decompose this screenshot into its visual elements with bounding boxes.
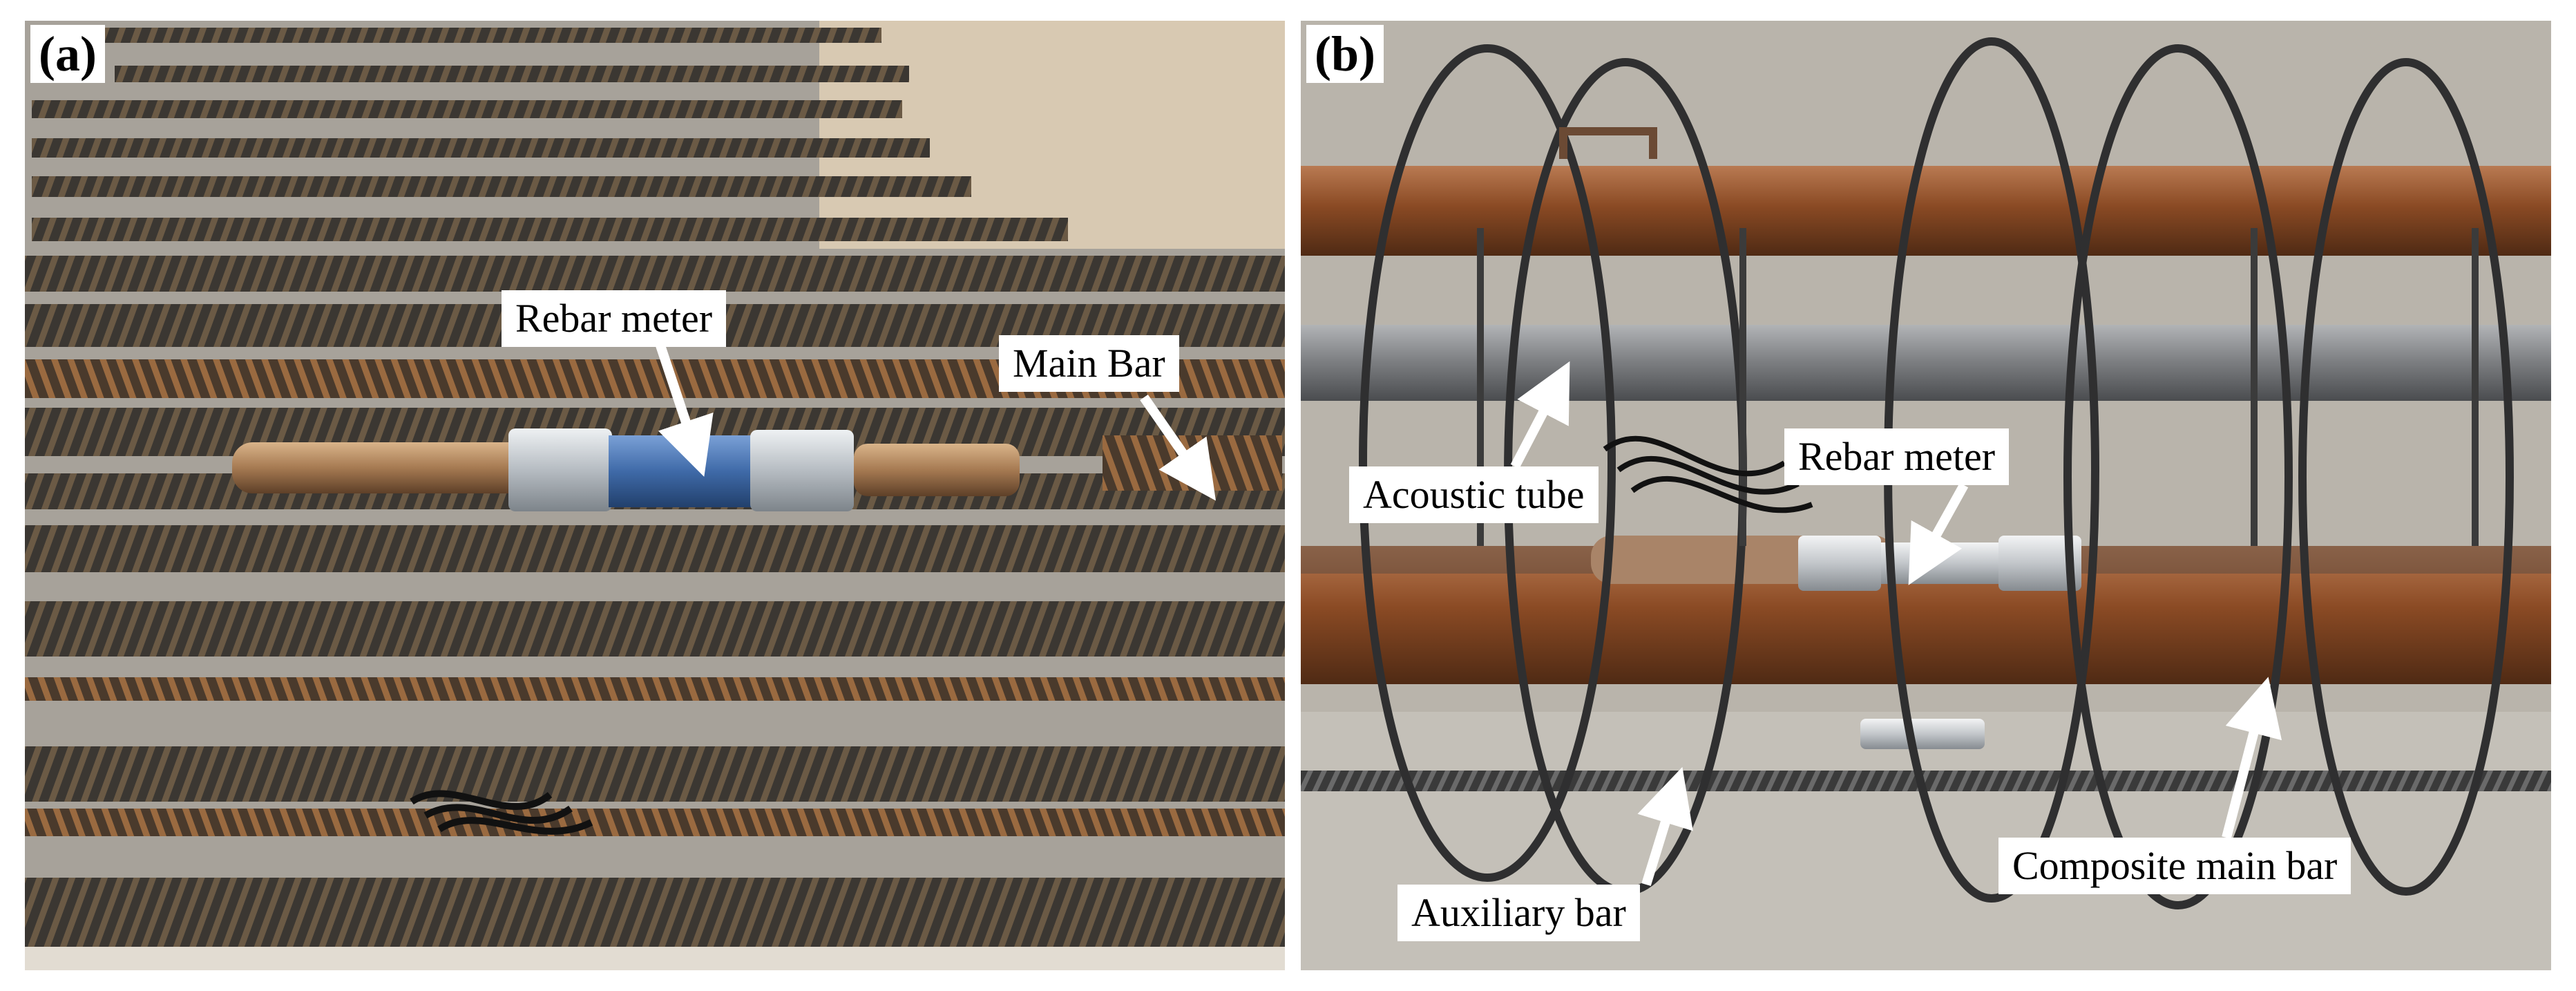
photo-panel-a: (a) Rebar meter Main Bar xyxy=(25,21,1285,970)
photo-panel-b: (b) Acoustic tube Rebar meter Auxiliary … xyxy=(1301,21,2551,970)
panel-b-tag: (b) xyxy=(1306,25,1384,83)
label-main-bar: Main Bar xyxy=(999,335,1179,392)
label-acoustic-tube: Acoustic tube xyxy=(1349,466,1599,523)
photo-rebar-field xyxy=(25,21,1285,970)
label-rebar-meter-a: Rebar meter xyxy=(502,290,727,347)
panel-a-tag: (a) xyxy=(30,25,105,83)
label-auxiliary-bar: Auxiliary bar xyxy=(1397,885,1640,941)
label-composite-main-bar: Composite main bar xyxy=(1998,838,2351,894)
label-rebar-meter-b: Rebar meter xyxy=(1784,428,2010,485)
